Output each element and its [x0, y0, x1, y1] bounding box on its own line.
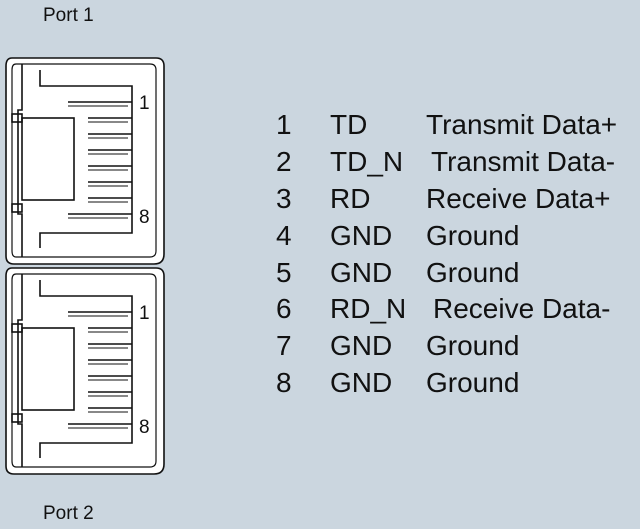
pin-signal: TD_N — [330, 146, 404, 177]
jack-left-rail — [17, 274, 23, 467]
pin-description: Ground — [426, 367, 520, 398]
port-2-jack: 18 — [5, 267, 165, 475]
pin-signal: GND — [330, 330, 393, 361]
pin-description: Ground — [426, 330, 520, 361]
jack-housing — [5, 267, 165, 475]
pin-label-first: 1 — [139, 93, 150, 114]
jack-left-rail — [17, 64, 23, 257]
pin-signal: RD_N — [330, 293, 407, 324]
pin-signal: RD — [330, 183, 371, 214]
pin-label-last: 8 — [139, 417, 150, 438]
jack-notch — [11, 203, 23, 213]
pin-description: Ground — [426, 257, 520, 288]
port-2-label: Port 2 — [43, 503, 94, 524]
pin-signal: GND — [330, 220, 393, 251]
pin-number: 7 — [276, 330, 292, 361]
jack-cavity — [39, 70, 133, 248]
pin-signal: GND — [330, 367, 393, 398]
pin-number: 4 — [276, 220, 292, 251]
pin-number: 5 — [276, 257, 292, 288]
port-1-jack: 18 — [5, 57, 165, 265]
pin-description: Transmit Data+ — [426, 109, 618, 140]
pin-number: 2 — [276, 146, 292, 177]
pin-description: Receive Data+ — [426, 183, 611, 214]
jack-latch — [21, 117, 75, 201]
pin-number: 3 — [276, 183, 292, 214]
pin-signal: TD — [330, 109, 368, 140]
pin-signal: GND — [330, 257, 393, 288]
jack-notch — [11, 413, 23, 423]
pin-number: 1 — [276, 109, 292, 140]
pin-label-last: 8 — [139, 207, 150, 228]
pin-number: 6 — [276, 293, 292, 324]
jack-latch — [21, 327, 75, 411]
jack-inner-outline — [11, 273, 157, 468]
jack-notch — [11, 323, 23, 333]
jack-housing — [5, 57, 165, 265]
pin-number: 8 — [276, 367, 292, 398]
jack-notch — [11, 113, 23, 123]
pin-description: Receive Data- — [433, 293, 611, 324]
pin-description: Ground — [426, 220, 520, 251]
port-1-label: Port 1 — [43, 5, 94, 26]
pin-description: Transmit Data- — [431, 146, 616, 177]
jack-inner-outline — [11, 63, 157, 258]
jack-cavity — [39, 280, 133, 458]
pin-label-first: 1 — [139, 303, 150, 324]
